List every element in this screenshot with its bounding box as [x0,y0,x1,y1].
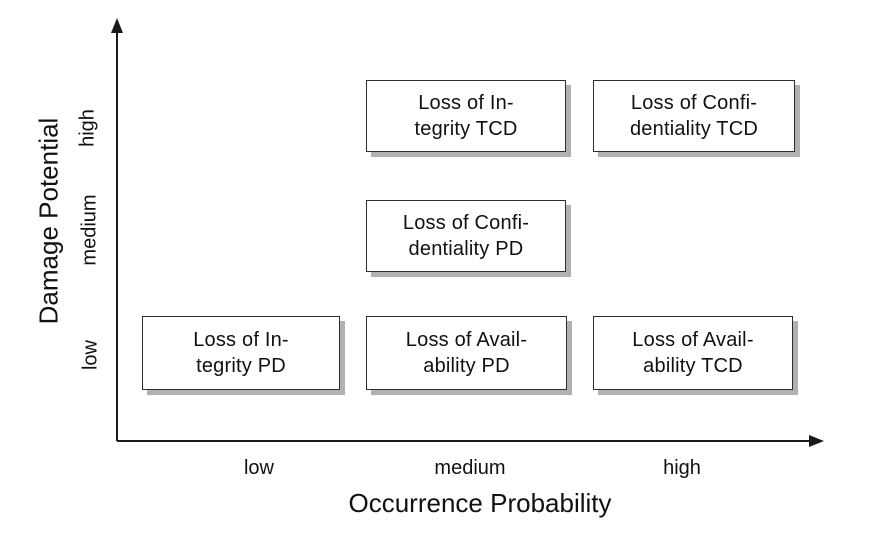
node-loss-of-integrity-tcd: Loss of In- tegrity TCD [366,80,566,152]
node-loss-of-availability-tcd: Loss of Avail- ability TCD [593,316,793,390]
x-tick-high: high [663,457,701,479]
y-tick-low: low [79,339,102,371]
node-loss-of-confidentiality-pd: Loss of Confi- dentiality PD [366,200,566,272]
y-tick-medium: medium [78,194,101,266]
x-tick-low: low [243,457,275,479]
y-axis-title: Damage Potential [33,117,64,325]
node-loss-of-availability-pd: Loss of Avail- ability PD [366,316,567,390]
y-axis-arrow-icon [111,18,123,33]
x-axis-title: Occurrence Probability [348,488,612,518]
y-tick-high: high [76,109,99,147]
x-axis-arrow-icon [809,435,824,447]
y-axis-line [116,28,118,441]
node-loss-of-confidentiality-tcd: Loss of Confi- dentiality TCD [593,80,795,152]
node-loss-of-integrity-pd: Loss of In- tegrity PD [142,316,340,390]
x-axis-line [117,440,811,442]
x-tick-medium: medium [434,457,506,479]
